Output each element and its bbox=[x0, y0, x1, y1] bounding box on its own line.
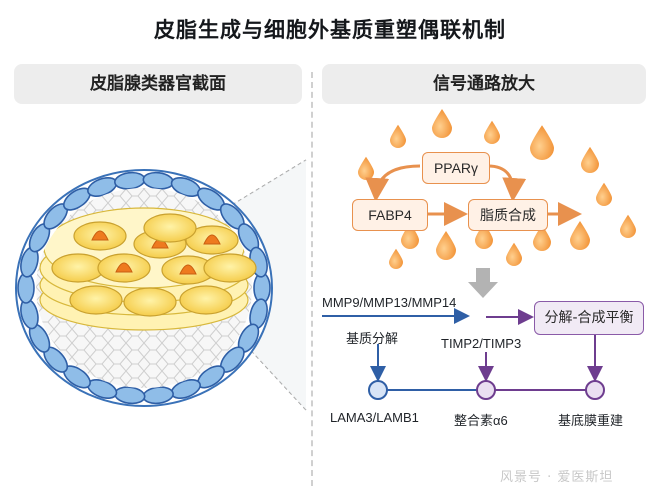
mmp-label: MMP9/MMP13/MMP14 bbox=[322, 295, 457, 310]
page-title: 皮脂生成与细胞外基质重塑偶联机制 bbox=[154, 18, 506, 42]
right-panel-heading: 信号通路放大 bbox=[322, 64, 646, 104]
integrin-label: 整合素α6 bbox=[454, 413, 508, 428]
lipid-droplet bbox=[596, 182, 612, 206]
lama-label: LAMA3/LAMB1 bbox=[330, 410, 419, 425]
lipid-droplets bbox=[358, 109, 636, 269]
node-integrin bbox=[476, 380, 496, 400]
sebocyte bbox=[51, 253, 105, 283]
lipid-droplet bbox=[484, 120, 500, 144]
sebocyte-cells bbox=[51, 213, 257, 317]
lipid-droplet bbox=[533, 224, 551, 251]
matrix-degradation-label: 基质分解 bbox=[346, 331, 399, 346]
sebocyte-nucleus bbox=[91, 230, 109, 241]
lipid-droplet bbox=[620, 214, 636, 238]
timp-label: TIMP2/TIMP3 bbox=[441, 336, 522, 351]
node-lama bbox=[368, 380, 388, 400]
balance-box: 分解-合成平衡 bbox=[534, 301, 644, 335]
lipid-droplet bbox=[401, 222, 419, 249]
lipid-droplet bbox=[530, 125, 554, 160]
lipid-droplet bbox=[436, 231, 456, 260]
gray-down-arrow bbox=[468, 268, 498, 298]
lipid-droplet bbox=[581, 146, 599, 173]
basal-cell-ring bbox=[17, 171, 271, 405]
lipid-droplet bbox=[432, 109, 452, 138]
sebocyte bbox=[179, 285, 233, 315]
panel-divider bbox=[311, 72, 313, 486]
lipid-synthesis-box: 脂质合成 bbox=[468, 199, 548, 231]
arrow-ppar-to-lipid bbox=[487, 164, 527, 202]
node-basement bbox=[585, 380, 605, 400]
sebocyte-nucleus bbox=[115, 262, 133, 273]
sebocyte bbox=[143, 213, 197, 243]
arrow-ppar-to-fabp4 bbox=[365, 164, 421, 202]
lipid-droplet bbox=[570, 221, 590, 250]
lipid-droplet bbox=[390, 124, 406, 148]
basement-rebuild-label: 基底膜重建 bbox=[558, 413, 624, 428]
left-panel-heading: 皮脂腺类器官截面 bbox=[14, 64, 302, 104]
sebocyte bbox=[203, 253, 257, 283]
lipid-droplet bbox=[358, 156, 374, 180]
sebocyte bbox=[69, 285, 123, 315]
watermark: 风景号 · 爱医斯坦 bbox=[500, 470, 614, 485]
lipid-droplet bbox=[389, 248, 403, 269]
fabp4-box: FABP4 bbox=[352, 199, 428, 231]
ppar-box: PPARγ bbox=[422, 152, 490, 184]
sebocyte bbox=[123, 287, 177, 317]
lipid-droplet bbox=[506, 242, 522, 266]
sebocyte-nucleus bbox=[203, 234, 221, 245]
lipid-droplet bbox=[475, 222, 493, 249]
sebocyte-nucleus bbox=[179, 264, 197, 275]
organoid-cross-section bbox=[15, 169, 273, 407]
